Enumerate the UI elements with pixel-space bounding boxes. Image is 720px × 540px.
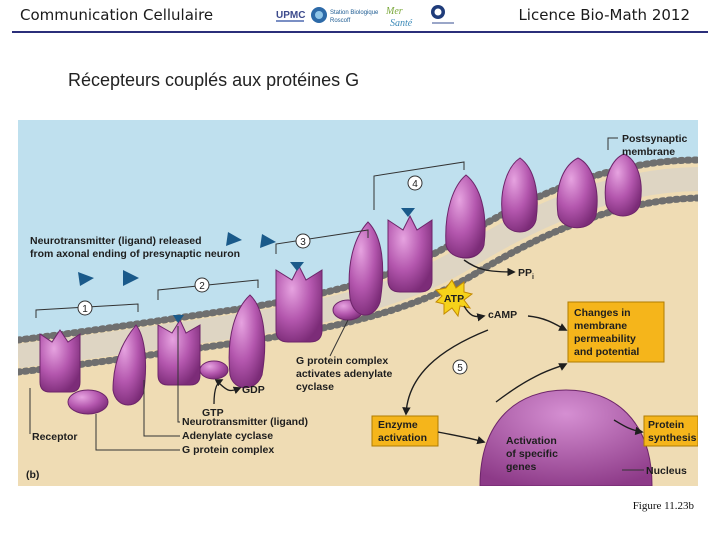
- box-membrane-changes: [567, 301, 665, 363]
- upmc-logo-bar: [276, 20, 304, 22]
- membrane-protein-c: [604, 153, 642, 217]
- label-legend-cyclase: Adenylate cyclase: [182, 430, 273, 442]
- adenylate-cyclase-2: [228, 294, 266, 389]
- label-enzyme-line1: Enzyme: [378, 419, 418, 431]
- arrow-to-changes-2: [495, 363, 568, 403]
- step-4-marker: [407, 175, 423, 191]
- g-protein-complex-2: [199, 360, 229, 380]
- label-changes-line3: permeability: [574, 333, 636, 345]
- label-atp: ATP: [444, 293, 464, 305]
- label-changes-line1: Changes in: [574, 307, 631, 319]
- gprot-leader: [329, 319, 349, 357]
- step-3-label: 3: [300, 237, 306, 248]
- label-neurotransmitter-line2: from axonal ending of presynaptic neuron: [30, 248, 240, 260]
- mer-logo-line1: Mer: [385, 6, 403, 17]
- station-logo-line1: Station Biologique: [330, 10, 379, 16]
- box-enzyme-activation: [371, 415, 439, 447]
- label-gprot-line3: cyclase: [296, 381, 334, 393]
- slide-title: Récepteurs couplés aux protéines G: [68, 70, 360, 90]
- step-2-label: 2: [199, 281, 205, 292]
- gpcr-diagram: 1 2 3 4 5 Neurotransmitter (ligand) rele…: [14, 120, 702, 487]
- arrow-to-changes: [527, 315, 568, 331]
- upmc-logo: UPMC: [276, 10, 305, 21]
- label-changes-line4: and potential: [574, 346, 639, 358]
- ligand-bound-3: [290, 262, 304, 271]
- ligand-bound-2: [173, 315, 184, 323]
- partner-logos: UPMC Station Biologique Roscoff Mer Sant…: [272, 2, 462, 30]
- postsynaptic-leader: [607, 137, 618, 150]
- receptor-bound-2: [157, 318, 201, 386]
- arrow-to-nucleus: [437, 431, 486, 445]
- panel-label: (b): [26, 469, 39, 481]
- label-protein-line2: synthesis: [648, 432, 697, 444]
- label-gprot-line2: activates adenylate: [296, 368, 392, 380]
- label-camp: cAMP: [488, 309, 517, 321]
- ufr-logo-bar: [432, 22, 454, 24]
- step-1-label: 1: [82, 304, 88, 315]
- label-gprot-line1: G protein complex: [296, 355, 388, 367]
- label-postsynaptic-line2: membrane: [622, 146, 675, 158]
- membrane-protein-a: [501, 157, 538, 233]
- label-activation-line1: Activation: [506, 435, 557, 447]
- adenylate-cyclase-4: [445, 174, 486, 259]
- receptor-bound-3: [275, 264, 323, 343]
- arrow-ppi: [463, 259, 516, 277]
- step-3-marker: [295, 233, 311, 249]
- label-neurotransmitter-line1: Neurotransmitter (ligand) released: [30, 235, 202, 247]
- bracket-step-4: [373, 161, 465, 210]
- leader-gprotein: [95, 414, 180, 451]
- step-5-label: 5: [457, 363, 463, 374]
- label-ppi: PPi: [518, 267, 534, 281]
- step-2-marker: [194, 277, 210, 293]
- step-5-marker: [452, 359, 468, 375]
- label-activation-line2: of specific: [506, 448, 558, 460]
- receptor-bound-4: [387, 214, 433, 293]
- label-legend-ligand: Neurotransmitter (ligand): [182, 416, 308, 428]
- label-gtp: GTP: [202, 407, 224, 419]
- label-activation-line3: genes: [506, 461, 537, 473]
- step-4-label: 4: [412, 179, 418, 190]
- header-rule: [12, 31, 708, 33]
- label-postsynaptic-line1: Postsynaptic: [622, 133, 688, 145]
- ligand-free-1: [123, 270, 139, 286]
- arrow-to-protein: [613, 419, 644, 436]
- ligand-free-2: [226, 232, 242, 246]
- station-logo-line2: Roscoff: [330, 18, 351, 24]
- arrow-gtp: [213, 379, 224, 405]
- logo-strip: UPMC Station Biologique Roscoff Mer Sant…: [274, 5, 454, 29]
- ligand-free-4: [78, 272, 94, 286]
- label-legend-gprotein: G protein complex: [182, 444, 274, 456]
- label-protein-line1: Protein: [648, 419, 684, 431]
- leader-ligand: [177, 326, 180, 423]
- header-right-title: Licence Bio-Math 2012: [518, 6, 690, 24]
- figure-caption: Figure 11.23b: [632, 500, 694, 512]
- membrane-protein-b: [556, 157, 598, 229]
- receptor-protein: [39, 329, 81, 393]
- g-protein-complex-1: [67, 389, 109, 415]
- arrow-to-enzyme: [402, 329, 489, 416]
- ufr-logo-inner: [434, 8, 442, 16]
- label-changes-line2: membrane: [574, 320, 627, 332]
- bracket-step-3: [275, 229, 369, 254]
- ligand-free-3: [260, 234, 276, 248]
- atp-starburst: [434, 279, 474, 318]
- label-receptor: Receptor: [32, 431, 78, 443]
- mer-logo-line2: Santé: [390, 18, 413, 29]
- gpcr-figure: 1 2 3 4 5 Neurotransmitter (ligand) rele…: [14, 120, 702, 487]
- label-enzyme-line2: activation: [378, 432, 427, 444]
- station-logo-inner: [315, 11, 323, 19]
- adenylate-cyclase-3: [348, 221, 384, 316]
- arrow-camp: [463, 305, 486, 322]
- adenylate-cyclase-1: [112, 324, 147, 406]
- step-1-marker: [77, 300, 93, 316]
- header-left-title: Communication Cellulaire: [20, 6, 214, 24]
- label-gdp: GDP: [242, 384, 265, 396]
- label-nucleus: Nucleus: [646, 465, 687, 477]
- ligand-bound-4: [401, 208, 415, 217]
- leader-cyclase: [143, 380, 180, 437]
